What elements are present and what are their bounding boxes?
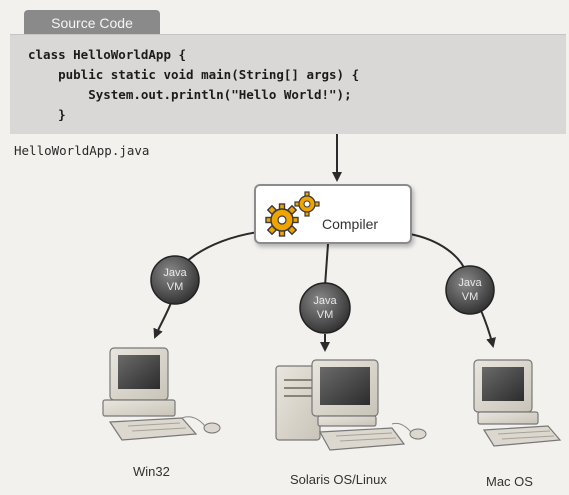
- compiler-to-macos-arrow: [409, 233, 467, 273]
- source-filename: HelloWorldApp.java: [14, 143, 150, 158]
- platform-label-win32: Win32: [133, 464, 170, 479]
- vm-label-vm: VM: [462, 291, 479, 303]
- java-vm-right-icon: Java VM: [445, 265, 495, 315]
- gears-icon: [265, 191, 320, 237]
- vm-label-java: Java: [163, 267, 187, 279]
- platform-label-solaris-linux: Solaris OS/Linux: [290, 472, 387, 487]
- vm-label-java: Java: [458, 277, 482, 289]
- compiler-to-macos-arrowhead-line: [479, 307, 496, 348]
- code-line: System.out.println("Hello World!");: [28, 87, 352, 102]
- vm-label-vm: VM: [317, 309, 334, 321]
- compiler-box: Compiler: [254, 184, 412, 244]
- source-code-label: Source Code: [51, 15, 133, 31]
- code-text: class HelloWorldApp { public static void…: [28, 45, 359, 125]
- code-line: public static void main(String[] args) {: [28, 67, 360, 82]
- java-vm-left-icon: Java VM: [150, 255, 200, 305]
- compiler-to-solaris-arrow: [324, 243, 329, 287]
- code-line: class HelloWorldApp {: [28, 47, 187, 62]
- vm-label-vm: VM: [167, 281, 184, 293]
- vm-label-java: Java: [313, 295, 337, 307]
- macos-computer-icon: [473, 359, 562, 447]
- platform-label-macos: Mac OS: [486, 474, 533, 489]
- compiler-to-win32-arrowhead-line: [153, 299, 173, 339]
- java-vm-center-icon: Java VM: [299, 282, 351, 334]
- compiler-label: Compiler: [322, 216, 379, 232]
- source-code-tab: Source Code: [24, 10, 160, 36]
- code-line: }: [28, 107, 66, 122]
- solaris-linux-computer-icon: [275, 359, 427, 451]
- code-block: class HelloWorldApp { public static void…: [10, 34, 566, 134]
- win32-computer-icon: [102, 347, 221, 441]
